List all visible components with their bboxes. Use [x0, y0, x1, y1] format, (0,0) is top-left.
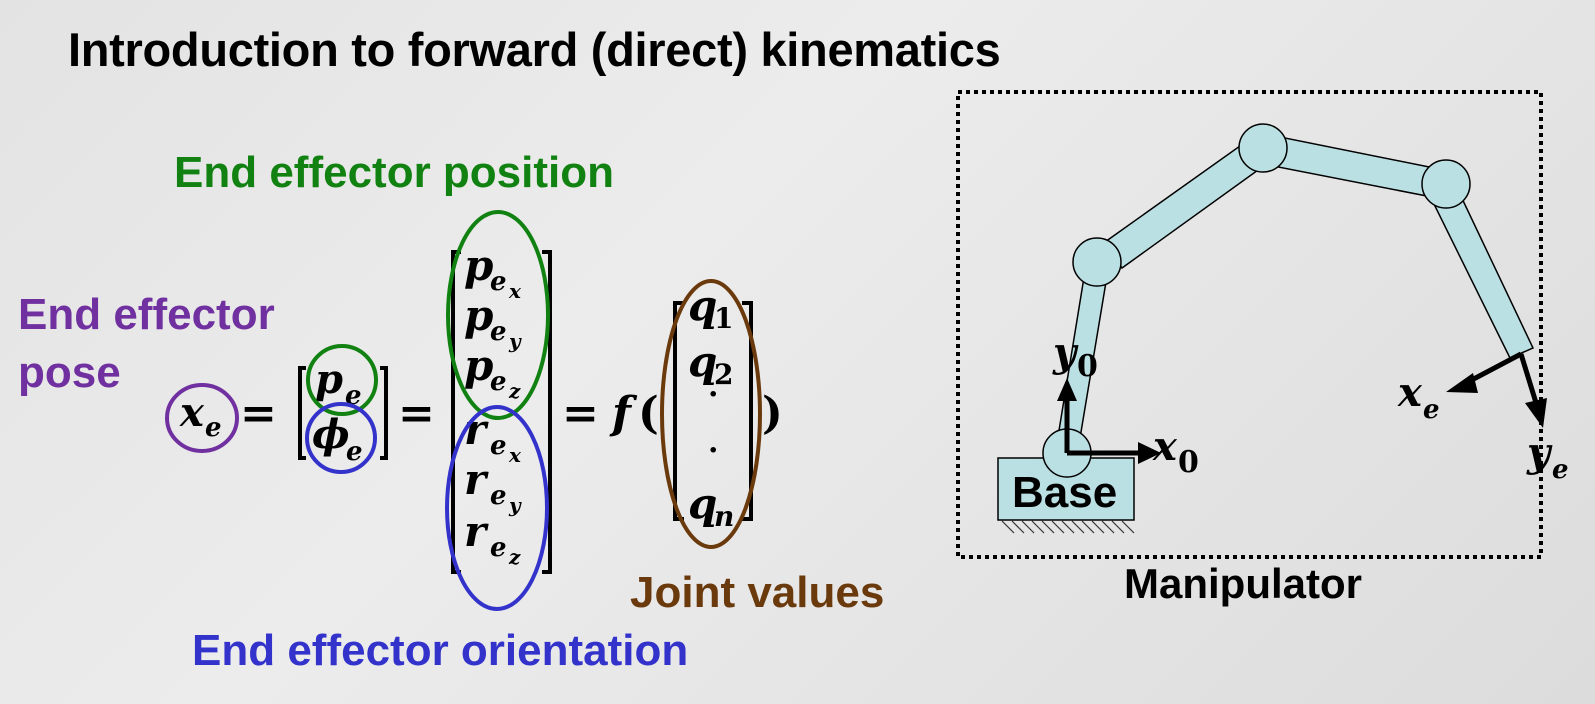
component-subsubscript: x: [508, 279, 522, 303]
joint-symbol: q: [688, 479, 717, 528]
component-subsubscript: z: [508, 379, 521, 403]
lhs-subscript: e: [205, 413, 222, 443]
ye-arrowhead: [1525, 398, 1547, 428]
end-effector-pose-label: End effector pose: [18, 286, 275, 402]
joint-ellipsis-dot: ·: [708, 433, 718, 468]
x0-arrowhead: [1138, 442, 1161, 464]
joint-3: [1238, 123, 1288, 173]
orientation-circle: [305, 402, 377, 474]
pose-vector-phi-sub: e: [346, 437, 363, 467]
pose-label-line2: pose: [18, 348, 121, 397]
component-subscript: e: [490, 317, 507, 347]
pose-vector-brackets: [298, 366, 388, 460]
position-circle: [306, 344, 378, 416]
joint-subscript: n: [714, 500, 734, 533]
end-effector-orientation-label: End effector orientation: [192, 626, 689, 675]
pose-vector-phi: ϕ: [312, 411, 350, 458]
manipulator-label: Manipulator: [1124, 560, 1362, 607]
component-subsubscript: y: [508, 329, 522, 353]
component-subscript: e: [490, 431, 507, 461]
component-symbol: p: [464, 341, 493, 390]
pose-label-line1: End effector: [18, 290, 275, 339]
y0-arrowhead: [1057, 378, 1077, 401]
joint-symbol: q: [688, 337, 717, 386]
component-subscript: e: [490, 533, 507, 563]
xe-arrowhead: [1446, 373, 1478, 393]
link-4: [1430, 189, 1535, 359]
y0-label: y: [1052, 329, 1079, 376]
close-paren: ): [762, 388, 783, 439]
slide-title: Introduction to forward (direct) kinemat…: [68, 23, 1001, 76]
component-subscript: e: [490, 267, 507, 297]
joint-2: [1072, 237, 1122, 287]
y0-sub: 0: [1077, 349, 1098, 384]
component-subsubscript: y: [508, 493, 522, 517]
joints-ellipse: [660, 279, 762, 549]
base-label: Base: [1012, 468, 1117, 517]
equals-1: =: [240, 388, 277, 439]
ground-hatch: [1001, 520, 1135, 534]
joint-4: [1421, 159, 1471, 209]
end-effector-position-label: End effector position: [174, 148, 614, 197]
position-ellipse: [446, 210, 550, 420]
component-symbol: p: [464, 241, 493, 290]
manipulator-frame: [956, 90, 1543, 559]
ye-sub: e: [1552, 455, 1569, 485]
component-symbol: p: [464, 291, 493, 340]
xe-sub: e: [1423, 395, 1440, 425]
component-subscript: e: [490, 481, 507, 511]
component-subsubscript: z: [508, 545, 521, 569]
base-frame-axes: [1064, 400, 1140, 456]
orientation-ellipse: [445, 405, 549, 611]
link-3: [1262, 134, 1445, 199]
pose-vector-p: p: [315, 356, 343, 403]
equals-3: =: [562, 388, 599, 439]
x0-label: x: [1152, 423, 1178, 470]
equals-2: =: [398, 388, 435, 439]
component-subsubscript: x: [508, 443, 522, 467]
xe-label: x: [1397, 369, 1423, 416]
joint-subscript: 2: [714, 358, 733, 391]
ye-label: y: [1526, 429, 1553, 476]
end-frame-axes: [1466, 351, 1540, 407]
lhs-symbol: x: [179, 389, 205, 436]
joint-subscript: 1: [714, 302, 733, 335]
open-paren: (: [638, 388, 659, 439]
component-symbol: r: [464, 455, 489, 504]
component-symbol: r: [464, 507, 489, 556]
component-subscript: e: [490, 367, 507, 397]
joint-ellipsis-dot: ·: [708, 377, 718, 412]
pose-circle: [165, 383, 239, 453]
joint-values-label: Joint values: [630, 568, 885, 617]
x0-sub: 0: [1178, 445, 1199, 480]
